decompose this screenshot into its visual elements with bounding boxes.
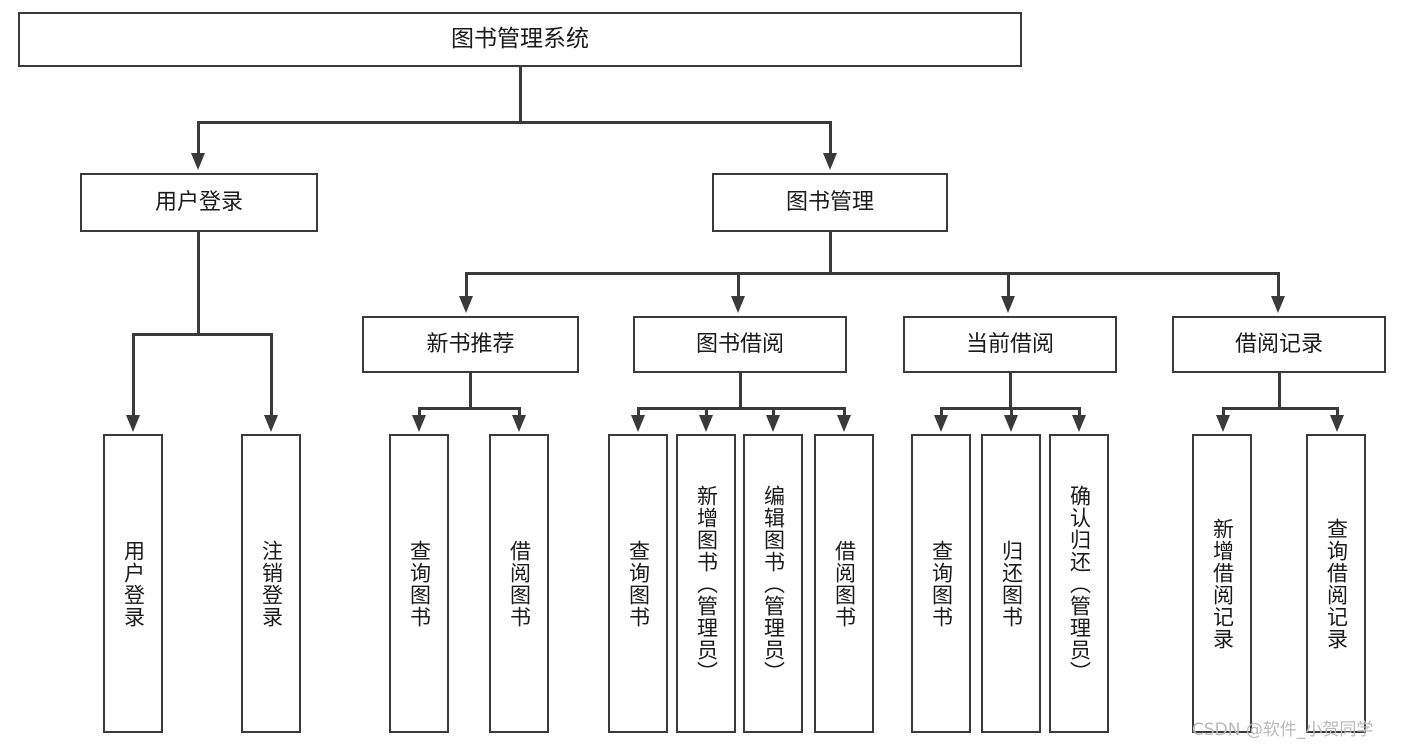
- arrowhead-leaf-confirm-return: [1072, 415, 1086, 432]
- connector-bb-drop-1: [637, 407, 640, 417]
- node-leaf-query-record[interactable]: 查询借阅记录: [1306, 434, 1366, 733]
- connector-borrow-record-stem: [1278, 373, 1281, 409]
- connector-root-stem: [519, 67, 522, 123]
- connector-bm-drop-new-book: [465, 272, 468, 298]
- connector-br-drop-1: [1222, 407, 1225, 417]
- node-leaf-query-book-1[interactable]: 查询图书: [389, 434, 449, 733]
- connector-book-borrow-stem: [739, 373, 742, 409]
- node-current-borrow[interactable]: 当前借阅: [903, 316, 1117, 373]
- arrowhead-leaf-borrow-book-2: [837, 415, 851, 432]
- node-leaf-return-book[interactable]: 归还图书: [981, 434, 1041, 733]
- node-user-login-label: 用户登录: [154, 189, 243, 215]
- node-leaf-borrow-book-1-label: 借阅图书: [507, 539, 532, 628]
- connector-user-login-drop-2: [270, 333, 273, 417]
- connector-bm-drop-current-borrow: [1007, 272, 1010, 298]
- node-root-label: 图书管理系统: [451, 25, 589, 52]
- connector-bm-drop-book-borrow: [737, 272, 740, 298]
- connector-borrow-record-bus: [1223, 407, 1339, 410]
- connector-new-book-stem: [469, 373, 472, 409]
- node-leaf-confirm-return[interactable]: 确认归还（管理员）: [1049, 434, 1109, 733]
- connector-book-management-stem: [829, 232, 832, 274]
- watermark-text: CSDN @软件_小贺同学: [1192, 720, 1374, 740]
- connector-new-book-drop-1: [418, 407, 421, 417]
- connector-new-book-drop-2: [518, 407, 521, 417]
- node-leaf-query-book-3-label: 查询图书: [929, 539, 954, 628]
- node-leaf-user-login-label: 用户登录: [121, 539, 146, 628]
- node-leaf-query-record-label: 查询借阅记录: [1324, 517, 1349, 650]
- arrowhead-book-management: [823, 153, 837, 170]
- connector-new-book-bus: [419, 407, 521, 410]
- connector-bb-drop-3: [772, 407, 775, 417]
- connector-current-borrow-stem: [1009, 373, 1012, 409]
- node-leaf-query-book-2-label: 查询图书: [626, 539, 651, 628]
- node-borrow-record[interactable]: 借阅记录: [1172, 316, 1386, 373]
- node-book-management[interactable]: 图书管理: [712, 173, 948, 232]
- arrowhead-leaf-borrow-book-1: [512, 415, 526, 432]
- arrowhead-user-login: [191, 153, 205, 170]
- arrowhead-leaf-query-record: [1330, 415, 1344, 432]
- node-leaf-query-book-2[interactable]: 查询图书: [608, 434, 668, 733]
- connector-book-borrow-bus: [638, 407, 846, 410]
- node-leaf-return-book-label: 归还图书: [999, 539, 1024, 628]
- arrowhead-leaf-return-book: [1004, 415, 1018, 432]
- arrowhead-book-borrow: [731, 296, 745, 313]
- connector-cb-drop-3: [1078, 407, 1081, 417]
- node-leaf-borrow-book-2-label: 借阅图书: [832, 539, 857, 628]
- arrowhead-current-borrow: [1001, 296, 1015, 313]
- arrowhead-borrow-record: [1271, 296, 1285, 313]
- node-borrow-record-label: 借阅记录: [1234, 331, 1323, 357]
- connector-bm-drop-borrow-record: [1277, 272, 1280, 298]
- node-book-borrow-label: 图书借阅: [695, 331, 784, 357]
- arrowhead-leaf-edit-book: [766, 415, 780, 432]
- connector-br-drop-2: [1336, 407, 1339, 417]
- connector-user-login-drop-1: [132, 333, 135, 417]
- node-root[interactable]: 图书管理系统: [18, 12, 1022, 67]
- connector-root-drop-user-login: [197, 121, 200, 155]
- node-leaf-edit-book[interactable]: 编辑图书（管理员）: [743, 434, 803, 733]
- node-leaf-logout-login[interactable]: 注销登录: [241, 434, 301, 733]
- arrowhead-leaf-add-book: [699, 415, 713, 432]
- node-leaf-add-record-label: 新增借阅记录: [1210, 517, 1235, 650]
- node-leaf-confirm-return-label: 确认归还（管理员）: [1067, 484, 1092, 683]
- connector-root-drop-book-management: [829, 121, 832, 155]
- connector-user-login-stem: [197, 232, 200, 335]
- node-book-borrow[interactable]: 图书借阅: [633, 316, 847, 373]
- arrowhead-leaf-query-book-2: [631, 415, 645, 432]
- arrowhead-new-book-recommend: [459, 296, 473, 313]
- node-leaf-query-book-1-label: 查询图书: [407, 539, 432, 628]
- arrowhead-leaf-logout-login: [264, 415, 278, 432]
- node-leaf-edit-book-label: 编辑图书（管理员）: [761, 484, 786, 683]
- arrowhead-leaf-query-book-1: [412, 415, 426, 432]
- node-leaf-logout-login-label: 注销登录: [259, 539, 284, 628]
- node-current-borrow-label: 当前借阅: [965, 331, 1054, 357]
- connector-cb-drop-1: [940, 407, 943, 417]
- arrowhead-leaf-user-login: [126, 415, 140, 432]
- connector-cb-drop-2: [1010, 407, 1013, 417]
- connector-root-bus: [198, 121, 832, 124]
- arrowhead-leaf-add-record: [1216, 415, 1230, 432]
- node-leaf-query-book-3[interactable]: 查询图书: [911, 434, 971, 733]
- connector-user-login-bus: [133, 333, 273, 336]
- node-leaf-add-record[interactable]: 新增借阅记录: [1192, 434, 1252, 733]
- node-new-book-recommend-label: 新书推荐: [426, 331, 515, 357]
- node-book-management-label: 图书管理: [785, 189, 874, 215]
- node-user-login[interactable]: 用户登录: [80, 173, 318, 232]
- node-leaf-user-login[interactable]: 用户登录: [103, 434, 163, 733]
- connector-book-management-bus: [466, 272, 1280, 275]
- connector-bb-drop-2: [705, 407, 708, 417]
- node-leaf-add-book[interactable]: 新增图书（管理员）: [676, 434, 736, 733]
- arrowhead-leaf-query-book-3: [934, 415, 948, 432]
- connector-bb-drop-4: [843, 407, 846, 417]
- node-leaf-add-book-label: 新增图书（管理员）: [694, 484, 719, 683]
- node-leaf-borrow-book-1[interactable]: 借阅图书: [489, 434, 549, 733]
- node-leaf-borrow-book-2[interactable]: 借阅图书: [814, 434, 874, 733]
- node-new-book-recommend[interactable]: 新书推荐: [362, 316, 579, 373]
